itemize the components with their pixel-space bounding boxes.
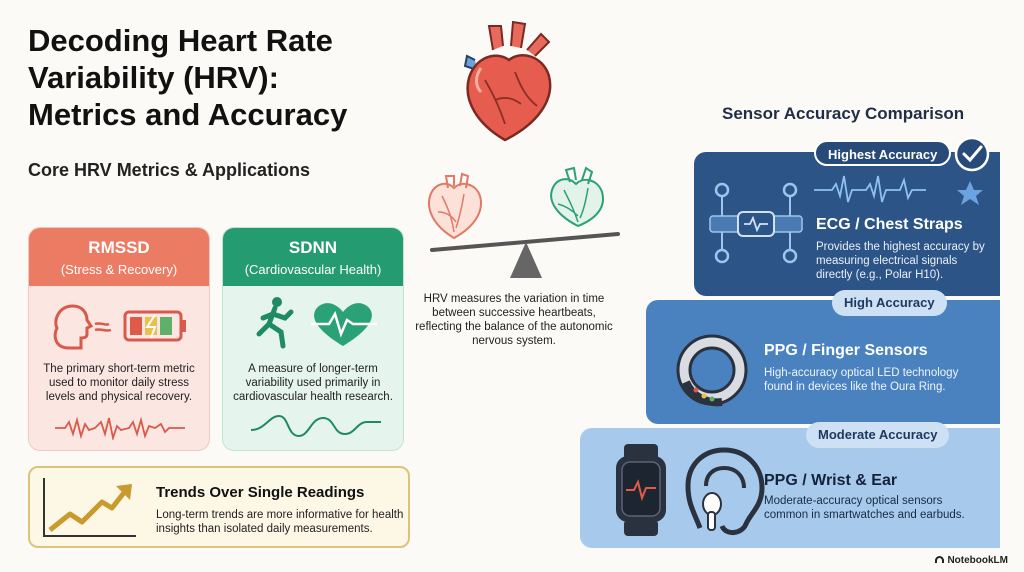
rmssd-name: RMSSD <box>88 238 150 257</box>
tier-ppg-finger-sensors: PPG / Finger Sensors High-accuracy optic… <box>646 300 1000 424</box>
tier-ecg-name: ECG / Chest Straps <box>816 216 963 233</box>
rmssd-card: RMSSD (Stress & Recovery) The primary sh… <box>28 227 210 451</box>
trend-up-chart-icon <box>43 478 136 537</box>
sdnn-card: SDNN (Cardiovascular Health) A measure o… <box>222 227 404 451</box>
page-title: Decoding Heart Rate Variability (HRV): M… <box>28 23 348 132</box>
rmssd-subtitle: (Stress & Recovery) <box>60 262 178 277</box>
badge-moderate-accuracy: Moderate Accuracy <box>806 422 950 448</box>
sdnn-name: SDNN <box>288 238 338 257</box>
sdnn-header: SDNN (Cardiovascular Health) <box>223 228 403 286</box>
footer-brand: NotebookLM <box>935 555 1008 566</box>
breathing-battery-icon <box>53 304 186 350</box>
metrics-heading: Core HRV Metrics & Applications <box>28 160 311 180</box>
smartwatch-earbud-icon <box>616 444 765 536</box>
tier-finger-name: PPG / Finger Sensors <box>764 342 928 359</box>
badge-high-accuracy: High Accuracy <box>832 290 947 316</box>
trend-description: Long-term trends are more informative fo… <box>156 509 404 535</box>
sensor-heading: Sensor Accuracy Comparison <box>722 104 965 123</box>
hrv-definition-text: HRV measures the variation in time betwe… <box>415 293 613 347</box>
trend-box: Trends Over Single Readings Long-term tr… <box>28 466 410 548</box>
tier-finger-description: High-accuracy optical LED technology fou… <box>764 367 959 393</box>
runner-heart-icon <box>256 297 377 349</box>
balance-scale-icon <box>428 166 620 278</box>
rmssd-header: RMSSD (Stress & Recovery) <box>29 228 209 286</box>
chest-strap-sensor-icon <box>709 182 803 264</box>
smart-ring-icon <box>676 334 748 407</box>
anatomical-heart-icon <box>463 20 552 142</box>
footer-brand-label: NotebookLM <box>947 555 1008 566</box>
badge-highest-accuracy: Highest Accuracy <box>814 140 952 166</box>
tier-wrist-ear-name: PPG / Wrist & Ear <box>764 472 898 489</box>
tier-wrist-ear-description: Moderate-accuracy optical sensors common… <box>764 495 965 521</box>
rmssd-waveform-icon <box>55 416 185 440</box>
tier-ecg-description: Provides the highest accuracy by measuri… <box>816 241 985 281</box>
sdnn-description: A measure of longer-term variability use… <box>233 363 393 403</box>
ecg-waveform-icon <box>814 175 926 203</box>
trend-title: Trends Over Single Readings <box>156 484 365 501</box>
checkmark-icon <box>954 136 990 172</box>
sdnn-subtitle: (Cardiovascular Health) <box>244 262 382 277</box>
tier-ecg-chest-straps: ECG / Chest Straps Provides the highest … <box>694 152 1000 296</box>
notebooklm-logo-icon <box>935 556 945 563</box>
sdnn-waveform-icon <box>251 414 381 438</box>
star-icon <box>957 181 983 205</box>
tier-ppg-wrist-ear: PPG / Wrist & Ear Moderate-accuracy opti… <box>580 428 1000 548</box>
rmssd-description: The primary short-term metric used to mo… <box>43 363 195 403</box>
